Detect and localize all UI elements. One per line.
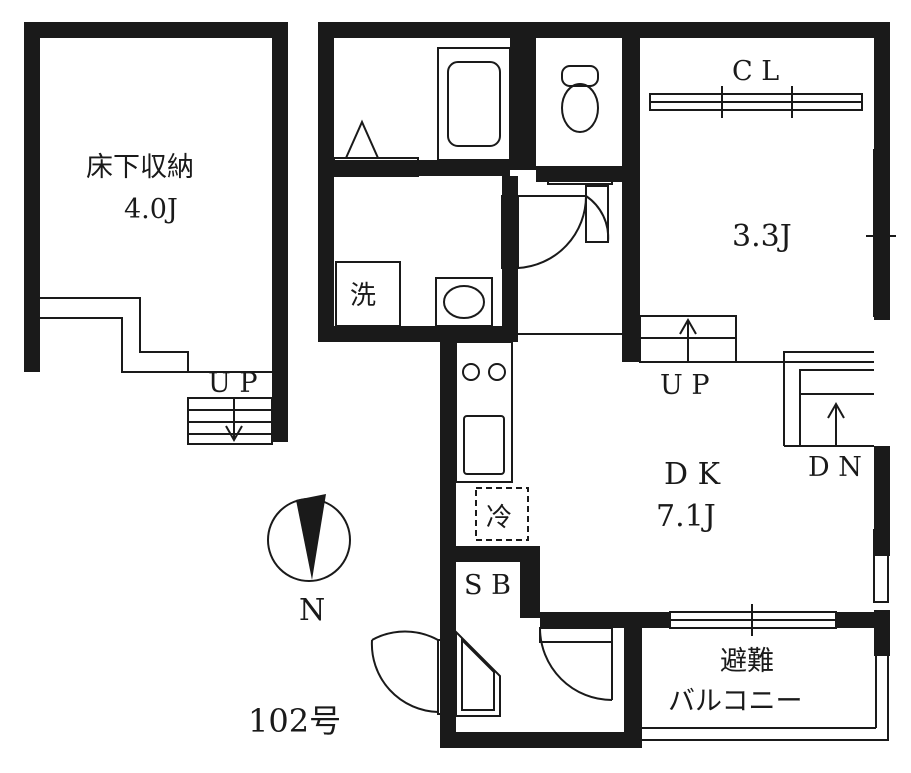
underfloor-storage-size: 4.0J (124, 194, 178, 225)
up-arrow-icon (679, 317, 697, 362)
down-stair-arrow-icon (827, 401, 845, 446)
shower-faucet-icon (333, 119, 419, 177)
balcony (642, 656, 889, 741)
loft-stair-up-label: U P (208, 368, 258, 399)
kitchen-counter (455, 341, 513, 483)
fridge-label: 冷 (486, 503, 512, 533)
fridge-space (475, 487, 529, 541)
balcony-label-line1: 避難 (720, 646, 774, 677)
closet-rail (649, 86, 863, 118)
right-window (866, 149, 896, 317)
inner-door[interactable] (539, 627, 613, 701)
balcony-label-line2: バルコニー (668, 686, 802, 717)
bathtub (437, 47, 511, 161)
wet-area-walls (334, 22, 640, 362)
entrance-door[interactable] (370, 630, 455, 715)
unit-number: 102号 (248, 702, 341, 740)
right-lower-window (873, 529, 889, 603)
north-compass-icon (267, 494, 351, 582)
underfloor-storage-name: 床下収納 (86, 152, 194, 183)
western-room-size: 3.3J (732, 219, 792, 254)
down-stair (783, 351, 874, 447)
washer-label: 洗 (350, 281, 376, 311)
balcony-window (669, 604, 837, 636)
wash-basin-icon (435, 277, 493, 327)
shoe-box (455, 629, 501, 717)
toilet-door[interactable] (501, 185, 610, 269)
shoe-box-label: S B (464, 570, 511, 601)
dk-size: 7.1J (656, 499, 716, 534)
compass-north-label: N (299, 593, 325, 628)
down-arrow-icon (225, 398, 243, 443)
toilet-icon (547, 65, 613, 185)
washer-space (335, 261, 401, 327)
underfloor-storage-area (24, 22, 288, 445)
loft-stair-treads (187, 397, 273, 445)
down-stair-label: D N (808, 452, 862, 483)
room-stair (639, 315, 874, 363)
outer-walls (318, 22, 890, 748)
dk-name: D K (664, 457, 721, 492)
closet-label: C L (732, 56, 779, 87)
room-stair-up-label: U P (660, 370, 710, 401)
